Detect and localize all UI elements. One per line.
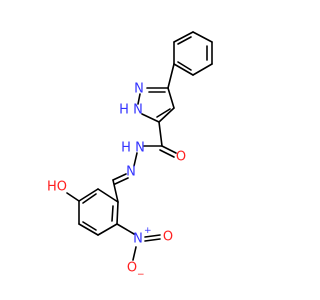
nitro-o-double-bond-a <box>144 234 161 238</box>
hydrazide-nh-label: H N <box>121 141 145 156</box>
nitrophenol-ring <box>78 188 119 236</box>
nitro-o2-label: O <box>163 230 173 245</box>
carbonyl-double-bond-b <box>159 149 175 158</box>
nitro-o-double-bond-b <box>144 238 161 242</box>
nitro-n-label: N <box>133 232 143 247</box>
ch-aryl-bond <box>112 179 119 203</box>
nitro-o1-label: O <box>127 261 137 276</box>
nitro-o1-charge: − <box>137 270 145 280</box>
n-n-bond <box>133 152 138 167</box>
pyrazole-n2-label: N <box>134 82 144 97</box>
pyrazole-nh-label: H N <box>119 103 143 118</box>
imine-double-bond-a <box>112 173 127 181</box>
nitro-o-single-bond <box>132 246 137 261</box>
ring-carbonyl-bond <box>158 121 163 147</box>
imine-n-label: N <box>126 165 136 180</box>
phenyl-ring <box>173 31 213 76</box>
nitro-n-charge: + <box>144 226 152 236</box>
phenol-oh-label: HO <box>47 180 67 195</box>
phenol-o-bond <box>66 192 80 202</box>
molecule-diagram: N H N H N O N HO N + O − O <box>47 31 213 280</box>
pyrazole-ring <box>137 87 175 123</box>
phenyl-pyrazole-bond <box>167 63 175 89</box>
carbonyl-o-label: O <box>176 150 186 165</box>
structure-svg: N H N H N O N HO N + O − O <box>47 31 213 280</box>
ring-nitro-bond <box>116 223 135 235</box>
imine-double-bond-b <box>114 177 129 185</box>
carbonyl-double-bond-a <box>161 145 177 154</box>
